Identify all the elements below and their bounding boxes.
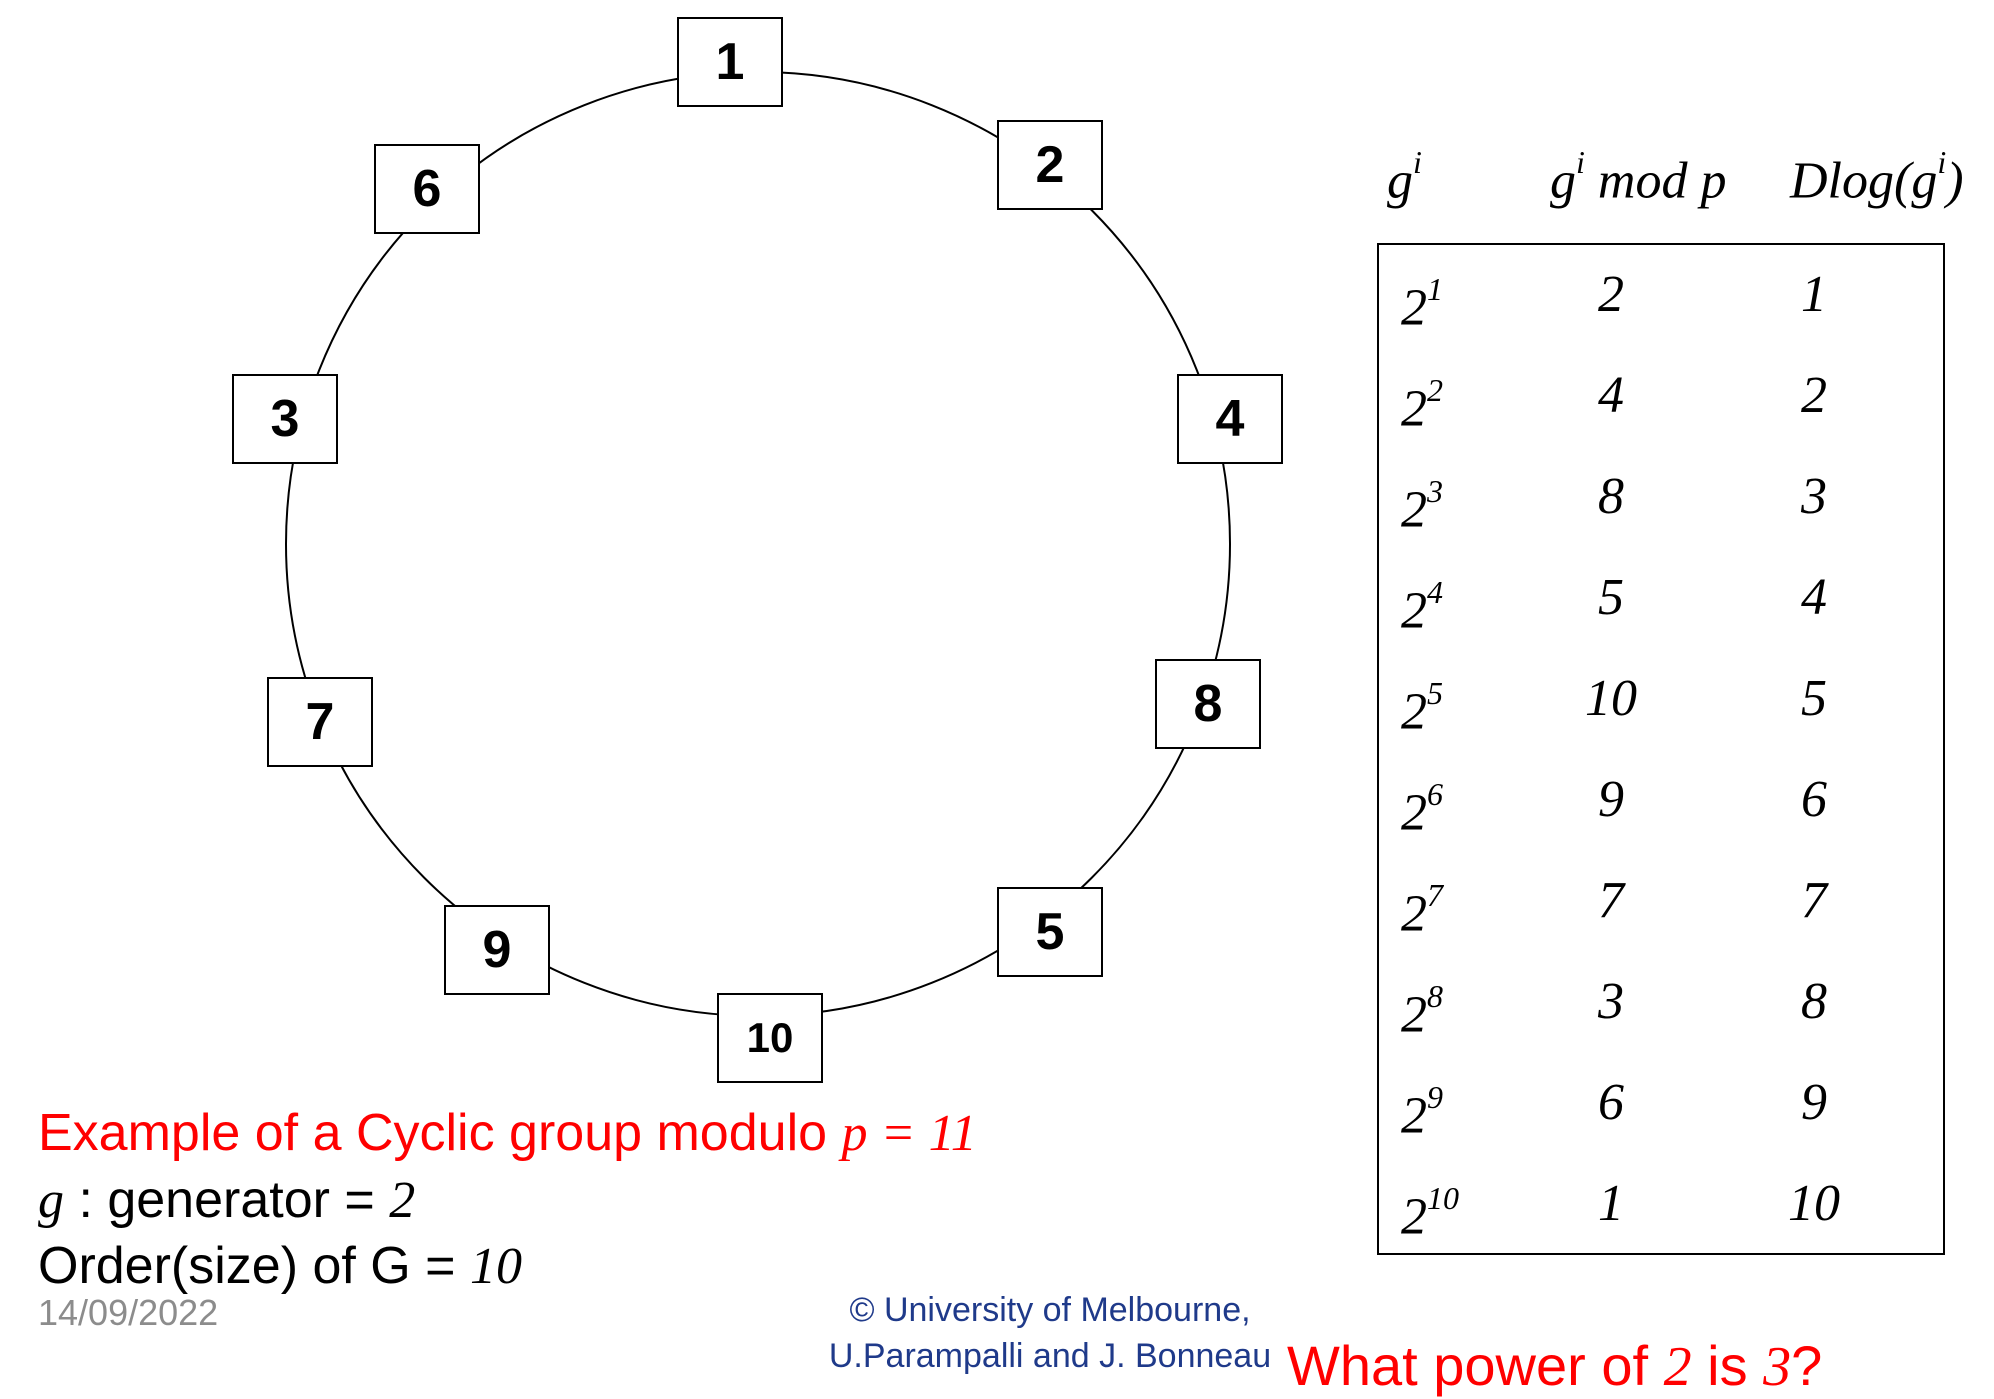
table-cell-mod: 7	[1598, 872, 1624, 929]
table-cell-dlog: 1	[1801, 266, 1827, 323]
table-cell-mod: 2	[1598, 266, 1624, 323]
table-cell-dlog: 10	[1788, 1175, 1840, 1232]
copyright-footer: © University of Melbourne,U.Parampalli a…	[828, 1291, 1272, 1375]
table-cell-dlog: 6	[1801, 771, 1827, 828]
table-cell-power: 25	[1401, 675, 1443, 741]
table-cell-power: 24	[1401, 574, 1443, 640]
table-cell-mod: 3	[1598, 973, 1624, 1030]
cycle-node-8: 8	[1155, 659, 1261, 749]
table-cell-mod: 5	[1598, 569, 1624, 626]
cycle-node-10: 10	[717, 993, 823, 1083]
table-cell-dlog: 8	[1801, 973, 1827, 1030]
table-cell-power: 21	[1401, 271, 1443, 337]
cycle-node-9: 9	[444, 905, 550, 995]
table-cell-mod: 10	[1585, 670, 1637, 727]
cycle-node-4: 4	[1177, 374, 1283, 464]
table-header-power: gi	[1387, 144, 1422, 210]
table-cell-dlog: 3	[1801, 468, 1827, 525]
table-cell-mod: 9	[1598, 771, 1624, 828]
table-header-dlog: Dlog(gi)	[1790, 144, 1964, 210]
cycle-node-7: 7	[267, 677, 373, 767]
slide-date: 14/09/2022	[38, 1292, 219, 1333]
cycle-node-5: 5	[997, 887, 1103, 977]
cycle-node-3: 3	[232, 374, 338, 464]
table-cell-mod: 1	[1598, 1175, 1624, 1232]
cycle-node-6: 6	[374, 144, 480, 234]
table-cell-mod: 4	[1598, 367, 1624, 424]
table-cell-dlog: 7	[1801, 872, 1827, 929]
table-cell-power: 28	[1401, 978, 1443, 1044]
table-cell-dlog: 4	[1801, 569, 1827, 626]
table-cell-power: 29	[1401, 1079, 1443, 1145]
table-header-mod: gi mod p	[1550, 144, 1727, 210]
table-cell-dlog: 5	[1801, 670, 1827, 727]
caption-cyclic-group: Example of a Cyclic group modulo p = 11	[38, 1104, 977, 1162]
table-cell-power: 23	[1401, 473, 1443, 539]
cycle-diagram	[285, 71, 1231, 1017]
table-cell-power: 210	[1401, 1180, 1459, 1246]
table-cell-dlog: 9	[1801, 1074, 1827, 1131]
table-cell-power: 22	[1401, 372, 1443, 438]
table-cell-mod: 8	[1598, 468, 1624, 525]
caption-generator: g : generator = 2	[38, 1171, 416, 1229]
table-cell-power: 26	[1401, 776, 1443, 842]
table-cell-mod: 6	[1598, 1074, 1624, 1131]
cycle-node-1: 1	[677, 17, 783, 107]
table-cell-dlog: 2	[1801, 367, 1827, 424]
question-text: What power of 2 is 3?	[1287, 1334, 1823, 1398]
table-cell-power: 27	[1401, 877, 1443, 943]
caption-order: Order(size) of G = 10	[38, 1237, 522, 1295]
cycle-node-2: 2	[997, 120, 1103, 210]
